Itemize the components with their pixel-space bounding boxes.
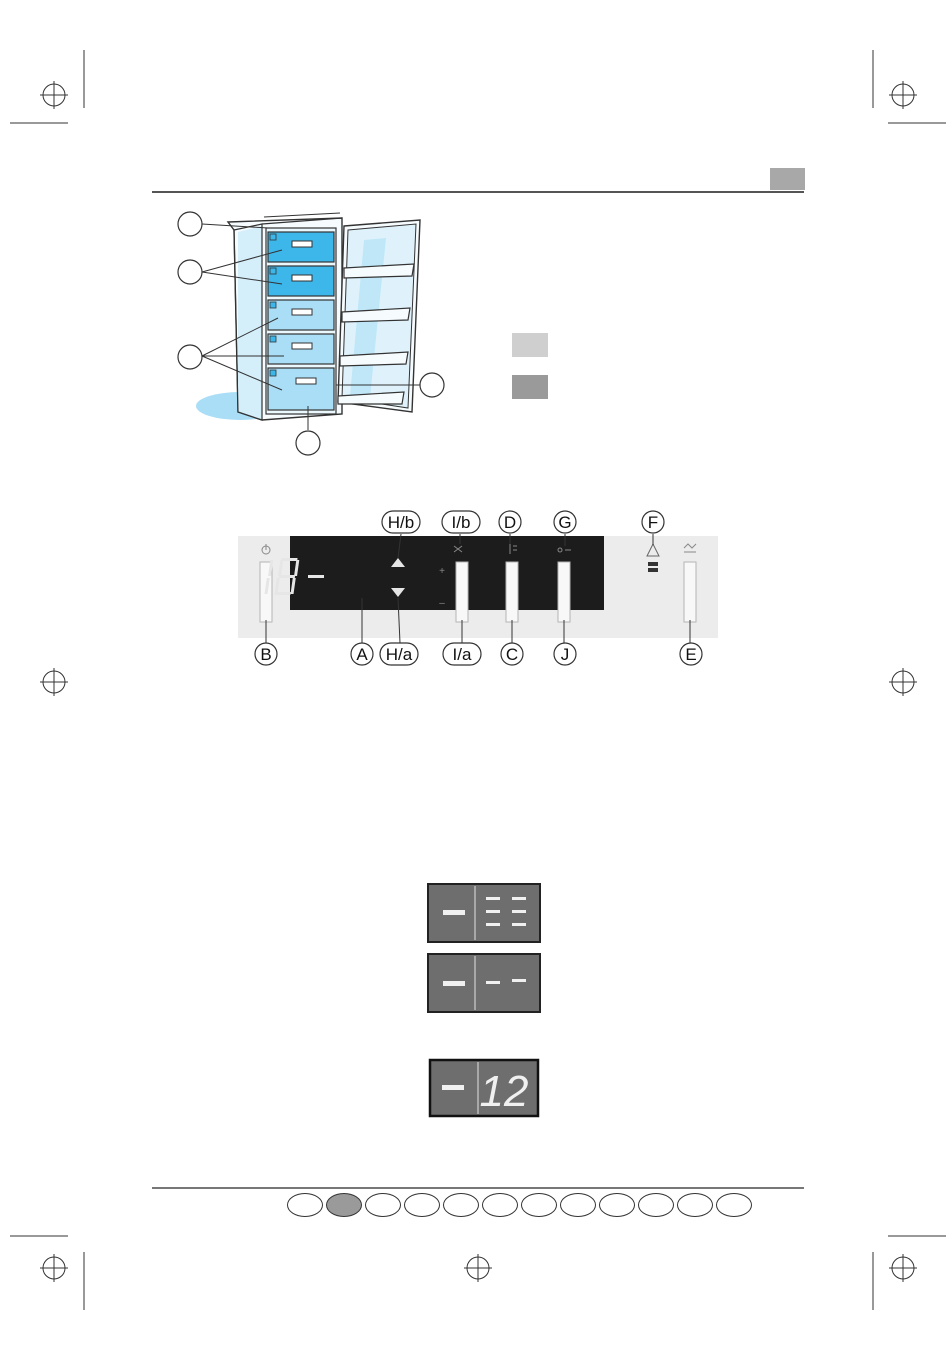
language-tab[interactable] (677, 1193, 713, 1217)
language-tab[interactable] (560, 1193, 596, 1217)
language-tab[interactable] (716, 1193, 752, 1217)
display-stacked-dashes (428, 884, 540, 942)
language-tab[interactable] (326, 1193, 362, 1217)
language-tab[interactable] (638, 1193, 674, 1217)
language-tab[interactable] (521, 1193, 557, 1217)
language-tab-strip (287, 1193, 753, 1219)
language-tab[interactable] (287, 1193, 323, 1217)
language-tab[interactable] (482, 1193, 518, 1217)
language-tab[interactable] (443, 1193, 479, 1217)
language-tab[interactable] (404, 1193, 440, 1217)
display-value-digits: 12 (480, 1067, 529, 1116)
display-single-dashes (428, 954, 540, 1012)
language-tab[interactable] (365, 1193, 401, 1217)
footer-rule (152, 1187, 804, 1189)
language-tab[interactable] (599, 1193, 635, 1217)
